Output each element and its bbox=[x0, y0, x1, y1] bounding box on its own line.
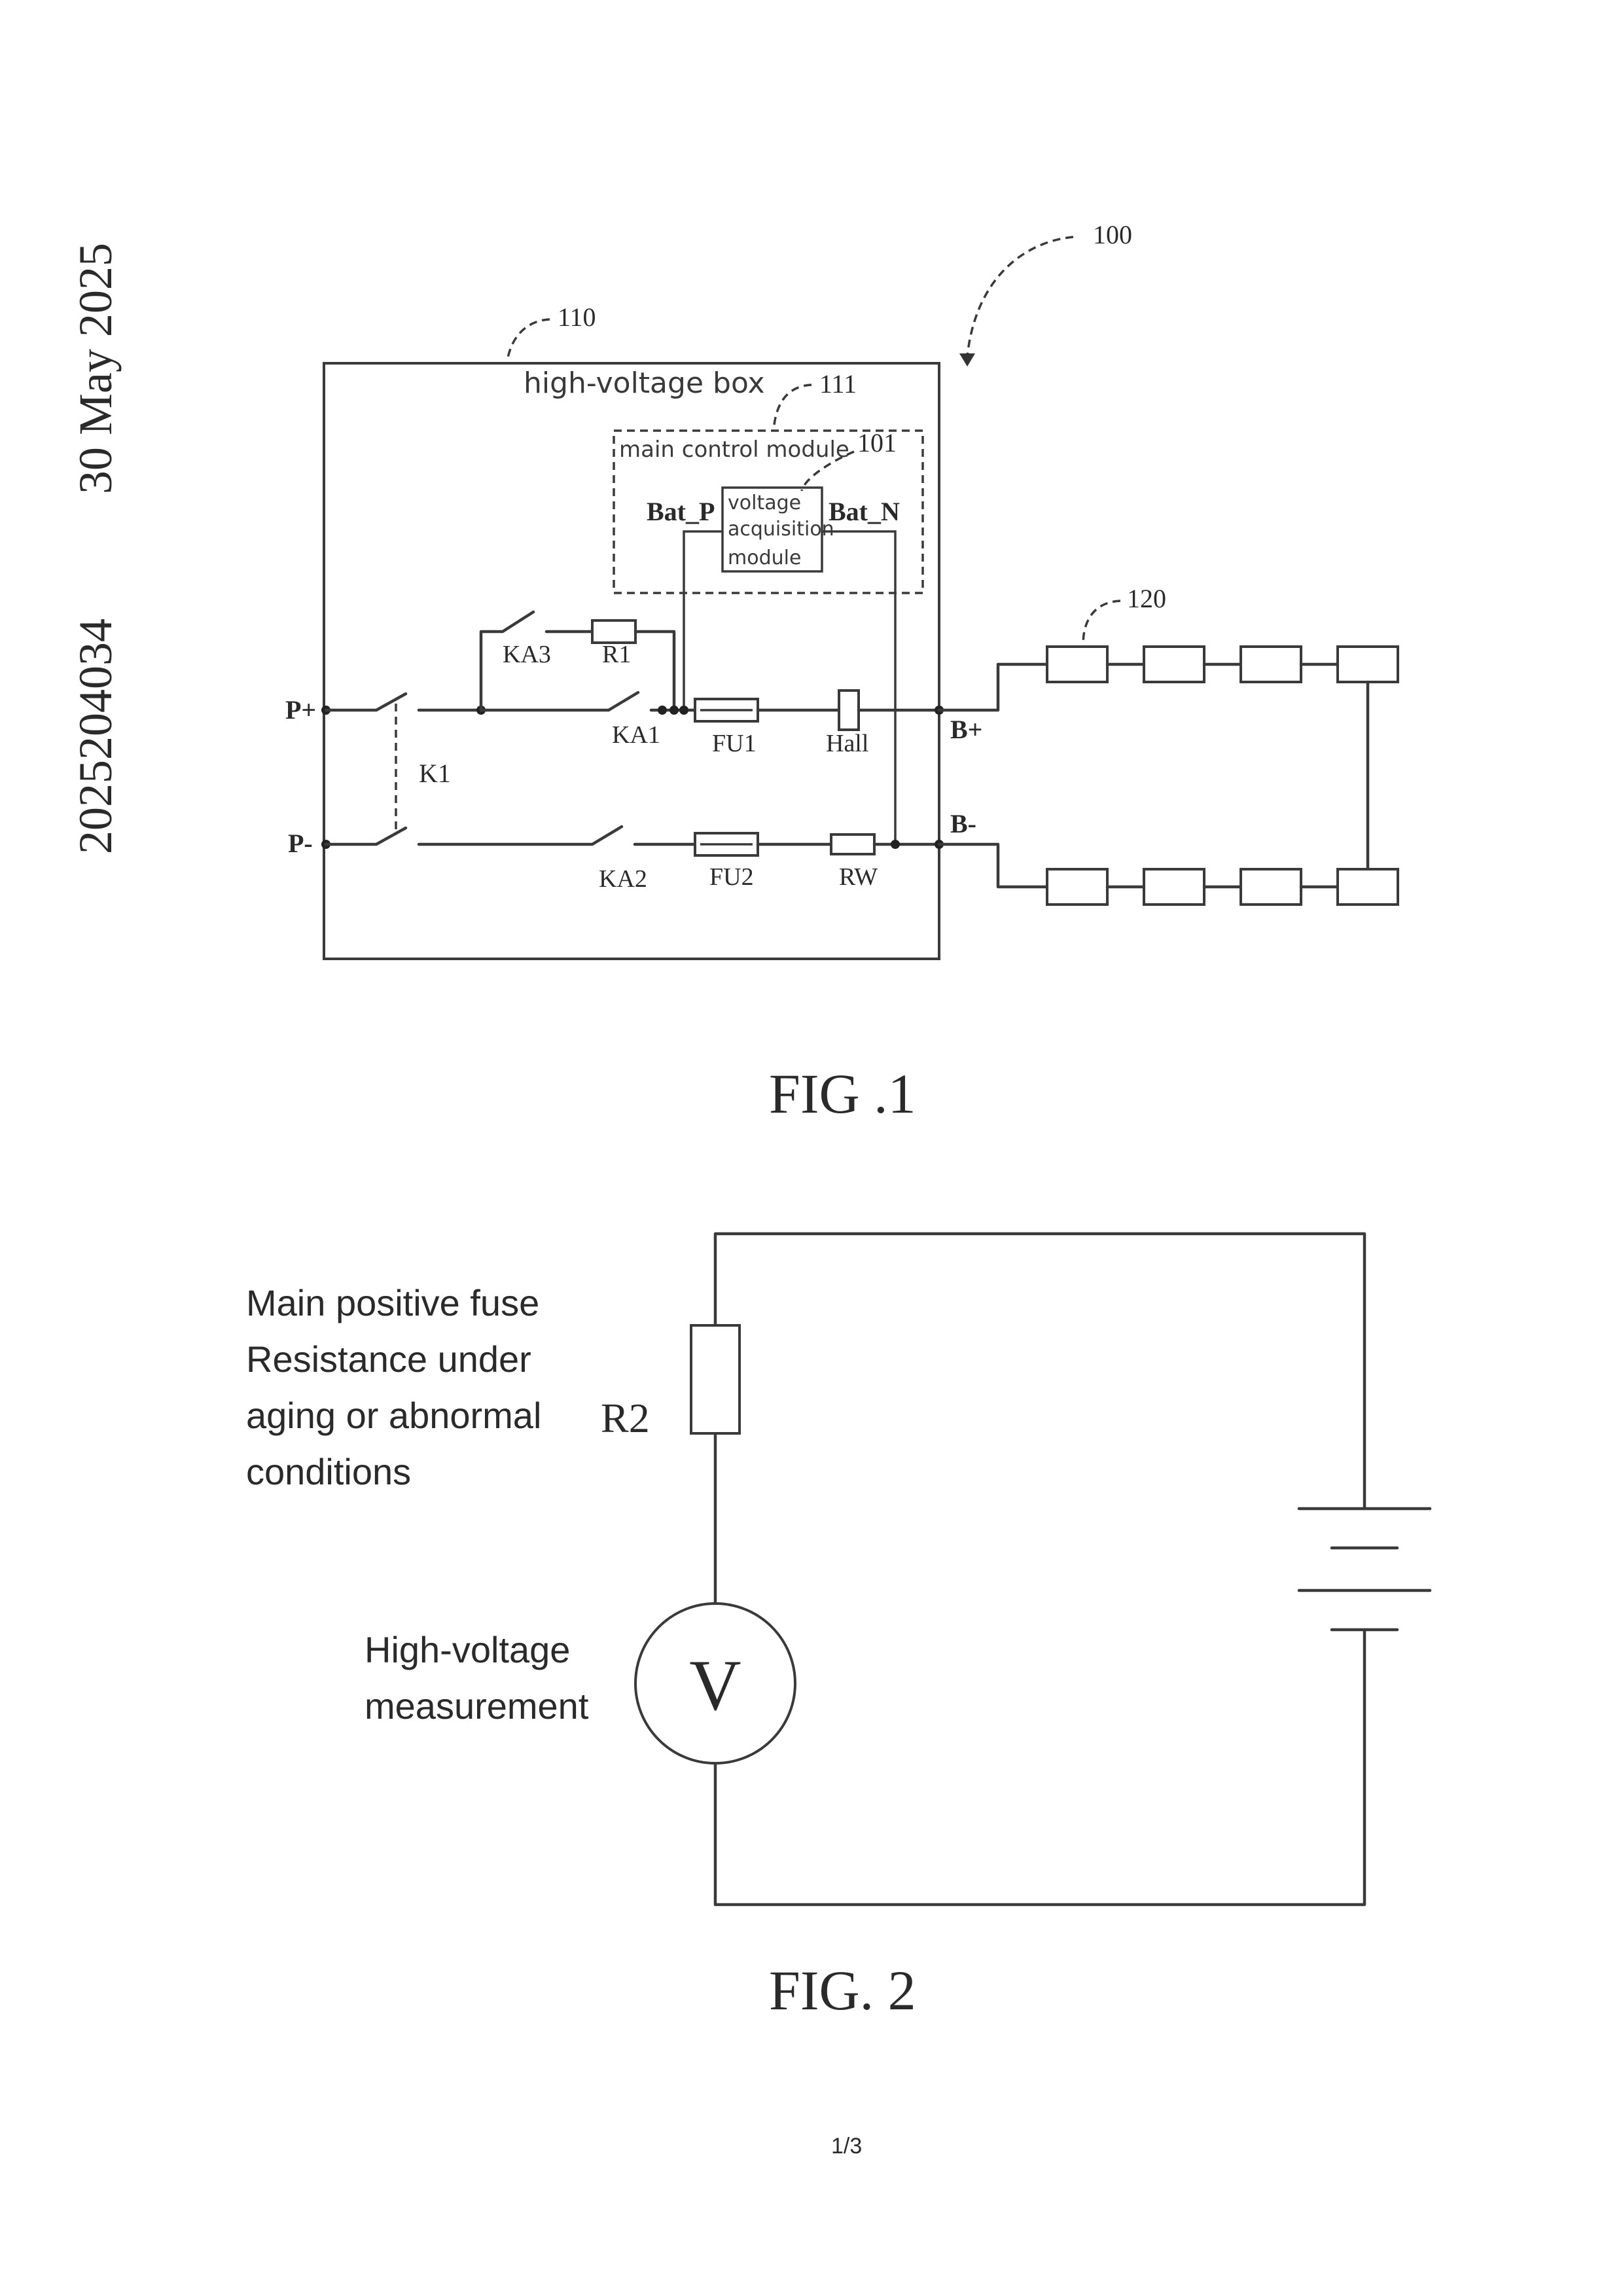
ref-110-leader bbox=[507, 319, 550, 361]
cell-bottom-4 bbox=[1338, 869, 1398, 905]
voltmeter-label: V bbox=[689, 1645, 741, 1725]
r1-resistor bbox=[592, 620, 635, 643]
b-plus-label: B+ bbox=[950, 715, 982, 744]
hv-desc-line2: measurement bbox=[365, 1685, 589, 1727]
fu2-label: FU2 bbox=[709, 863, 754, 891]
pack-top-wire bbox=[939, 664, 1047, 710]
ref-120: 120 bbox=[1127, 584, 1166, 613]
ref-111: 111 bbox=[819, 369, 857, 399]
ka2-label: KA2 bbox=[599, 865, 647, 893]
r1-label: R1 bbox=[602, 641, 631, 668]
ref-120-leader bbox=[1083, 601, 1120, 645]
cell-bottom-2 bbox=[1144, 869, 1204, 905]
fu1-label: FU1 bbox=[712, 730, 757, 757]
fig1-caption: FIG .1 bbox=[769, 1062, 916, 1125]
cell-top-2 bbox=[1144, 647, 1204, 682]
cell-bottom-3 bbox=[1241, 869, 1301, 905]
cell-bottom-1 bbox=[1047, 869, 1107, 905]
hv-desc-line1: High-voltage bbox=[365, 1629, 570, 1670]
rw-label: RW bbox=[839, 863, 878, 891]
ka1-label: KA1 bbox=[612, 721, 660, 749]
page-number: 1/3 bbox=[831, 2134, 862, 2159]
vam-line2: acquisition bbox=[728, 518, 834, 541]
b-minus-label: B- bbox=[950, 809, 976, 838]
high-voltage-box-label: high-voltage box bbox=[524, 367, 765, 400]
margin-number: 2025204034 bbox=[69, 619, 122, 854]
fuse-desc-line4: conditions bbox=[246, 1451, 411, 1492]
ref-101: 101 bbox=[857, 428, 897, 457]
fig2-circuit: R2 Main positive fuse Resistance under a… bbox=[246, 1234, 1430, 2022]
node-a bbox=[658, 706, 667, 715]
hall-label: Hall bbox=[826, 730, 868, 757]
cell-top-3 bbox=[1241, 647, 1301, 682]
ref-100: 100 bbox=[1093, 220, 1132, 249]
fig1-circuit: 100 110 high-voltage box 111 main contro… bbox=[285, 220, 1398, 1125]
node-rw-right bbox=[891, 840, 900, 849]
r2-label: R2 bbox=[601, 1395, 650, 1441]
terminal-p-plus: P+ bbox=[285, 695, 316, 725]
bat-p-label: Bat_P bbox=[647, 497, 715, 526]
margin-date: 30 May 2025 bbox=[69, 243, 122, 494]
ref-110: 110 bbox=[558, 302, 596, 332]
fig2-loop-bottom bbox=[715, 1630, 1364, 1905]
vam-line3: module bbox=[728, 547, 801, 569]
fuse-desc-line1: Main positive fuse bbox=[246, 1282, 539, 1323]
node-c bbox=[679, 706, 688, 715]
cell-top-1 bbox=[1047, 647, 1107, 682]
vam-line1: voltage bbox=[728, 492, 801, 514]
terminal-p-minus: P- bbox=[288, 829, 313, 858]
ka3-label: KA3 bbox=[503, 641, 551, 668]
pack-bottom-wire bbox=[939, 844, 1047, 887]
node-b bbox=[669, 706, 679, 715]
fig2-caption: FIG. 2 bbox=[769, 1959, 916, 2022]
ref-100-arrowhead bbox=[959, 353, 975, 367]
fuse-desc-line3: aging or abnormal bbox=[246, 1395, 541, 1436]
fig2-loop-top bbox=[715, 1234, 1364, 1509]
hall-sensor bbox=[839, 691, 859, 730]
bat-n-label: Bat_N bbox=[829, 497, 900, 526]
rw-shunt bbox=[831, 834, 874, 854]
fuse-desc-line2: Resistance under bbox=[246, 1338, 531, 1380]
main-control-module-label: main control module bbox=[619, 437, 849, 463]
k1-label: K1 bbox=[419, 759, 451, 788]
r2-resistor bbox=[691, 1325, 740, 1433]
ref-100-leader bbox=[967, 237, 1073, 357]
cell-top-4 bbox=[1338, 647, 1398, 682]
